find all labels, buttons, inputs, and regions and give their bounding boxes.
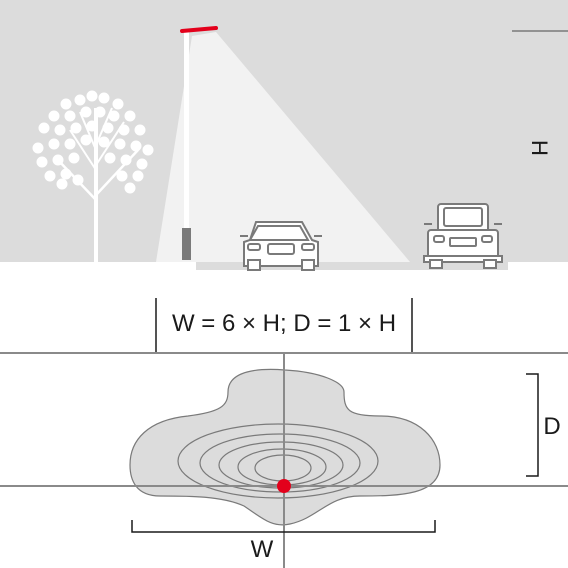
road-surface [196, 262, 508, 270]
d-dimension: D [526, 373, 561, 477]
formula-label: W = 6 × H; D = 1 × H [172, 310, 396, 337]
h-label: H [527, 140, 552, 156]
d-label: D [543, 413, 560, 440]
van-front-icon [423, 203, 503, 269]
street-scene: H [0, 0, 568, 271]
w-dimension: W [131, 520, 436, 563]
formula-box: W = 6 × H; D = 1 × H [155, 298, 413, 352]
luminaire-position-marker [277, 479, 291, 493]
distribution-plot [0, 352, 568, 568]
light-cone [156, 32, 410, 262]
w-label: W [251, 536, 274, 563]
car-front-icon [240, 221, 322, 271]
isolux-contour [177, 423, 379, 499]
tree-icon [32, 90, 154, 262]
streetlight-icon [180, 26, 218, 260]
isolux-contour [199, 433, 361, 493]
